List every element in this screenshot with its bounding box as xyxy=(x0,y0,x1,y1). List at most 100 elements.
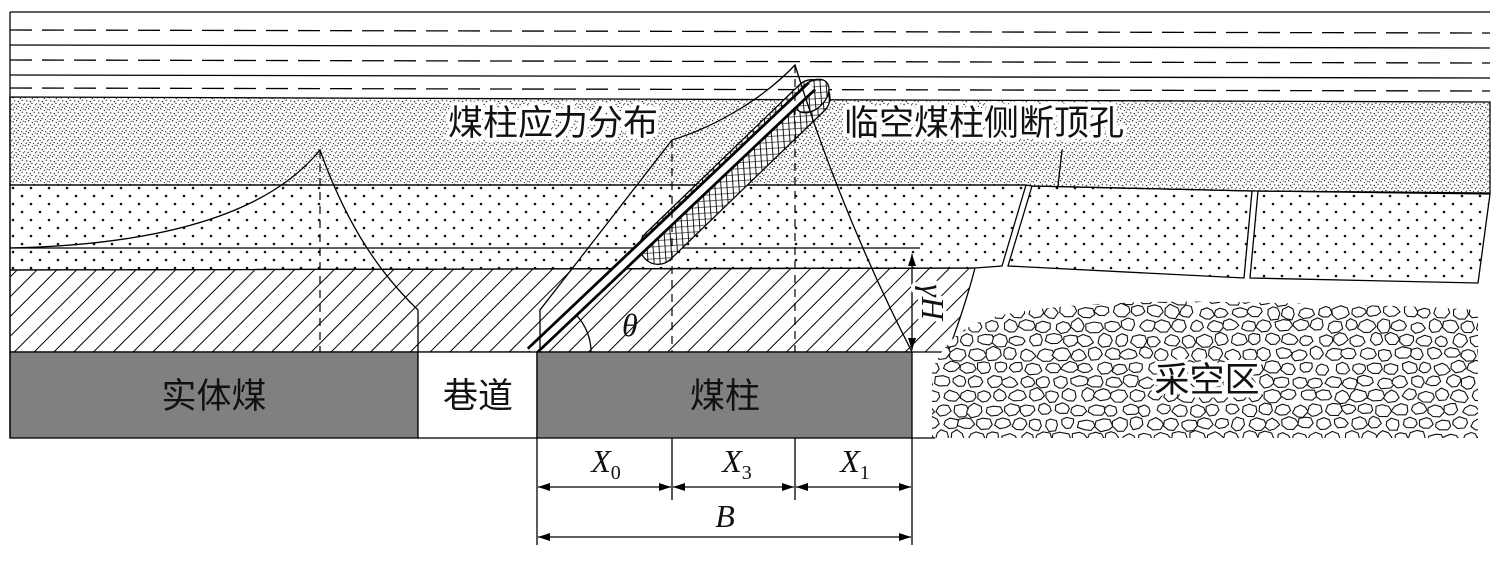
goaf-rubble-stone xyxy=(1071,431,1088,438)
goaf-rubble-stone xyxy=(943,417,961,430)
goaf-rubble-stone xyxy=(1119,301,1137,306)
stress-distribution-label: 煤柱应力分布 xyxy=(448,104,658,144)
goaf-rubble-stone xyxy=(1277,432,1292,438)
goaf-rubble-stone xyxy=(1154,376,1169,389)
dim-x1-label: X1 xyxy=(838,443,870,484)
goaf-rubble-stone xyxy=(1104,431,1120,438)
goaf-rubble-stone xyxy=(973,306,991,319)
goaf-rubble-stone xyxy=(1248,332,1261,346)
goaf-rubble-stone xyxy=(1340,347,1357,360)
goaf-rubble-stone xyxy=(1008,335,1026,347)
goaf-rubble-stone xyxy=(1104,301,1120,303)
goaf-rubble-stone xyxy=(1181,419,1198,432)
goaf-rubble-stone xyxy=(1428,318,1444,333)
roof-crack xyxy=(1057,149,1063,187)
goaf-rubble-stone xyxy=(1001,433,1019,438)
goaf-rubble-stone xyxy=(1029,333,1043,347)
goaf-rubble-stone xyxy=(1199,362,1215,375)
goaf-rubble-stone xyxy=(1223,430,1239,438)
goaf-rubble-stone xyxy=(1070,317,1085,333)
goaf-rubble-stone xyxy=(1297,416,1314,429)
coal-pillar-label: 煤柱 xyxy=(690,377,760,417)
goaf-rubble-stone xyxy=(1274,319,1294,332)
goaf-rubble-stone xyxy=(1452,416,1469,430)
goaf-rubble-stone xyxy=(1248,362,1264,376)
goaf-rubble-stone xyxy=(1469,334,1478,348)
goaf-rubble-stone xyxy=(1319,334,1334,347)
goaf-rubble-stone xyxy=(948,347,967,362)
goaf-rubble-stone xyxy=(1332,332,1349,347)
goaf-rubble-stone xyxy=(1190,404,1206,418)
goaf-rubble-stone xyxy=(985,345,1002,362)
goaf-rubble-stone xyxy=(1105,376,1123,388)
goaf-rubble-stone xyxy=(1385,417,1400,431)
goaf-rubble-stone xyxy=(1466,359,1478,374)
goaf-rubble-stone xyxy=(1327,320,1344,334)
goaf-rubble-stone xyxy=(1227,360,1246,373)
goaf-rubble-stone xyxy=(1299,361,1313,373)
goaf-rubble-stone xyxy=(1076,333,1095,348)
goaf-rubble-stone xyxy=(1137,432,1153,438)
goaf-rubble-stone xyxy=(1309,345,1325,360)
goaf-rubble-stone xyxy=(992,304,1007,319)
goaf-rubble-stone xyxy=(1292,376,1309,389)
goaf-rubble-stone xyxy=(994,417,1012,430)
goaf-rubble-stone xyxy=(1028,418,1042,432)
goaf-rubble-stone xyxy=(1324,376,1343,389)
goaf-rubble-stone xyxy=(1477,301,1478,306)
goaf-rubble-stone xyxy=(1020,431,1035,438)
goaf-rubble-stone xyxy=(1054,301,1071,303)
goaf-rubble-stone xyxy=(1195,333,1214,348)
goaf-rubble-stone xyxy=(1094,418,1114,433)
goaf-rubble-stone xyxy=(1391,375,1409,389)
goaf-rubble-stone xyxy=(1433,362,1451,376)
goaf-rubble-stone xyxy=(1017,319,1036,331)
goaf-rubble-stone xyxy=(1007,389,1027,402)
goaf-rubble-stone xyxy=(1443,347,1462,358)
goaf-rubble-stone xyxy=(1306,403,1323,417)
goaf-rubble-stone xyxy=(932,415,940,430)
goaf-rubble-stone xyxy=(1044,332,1063,345)
goaf-rubble-stone xyxy=(1225,403,1240,415)
goaf-rubble-stone xyxy=(1441,319,1460,334)
goaf-rubble-stone xyxy=(968,321,983,333)
goaf-rubble-stone xyxy=(1410,401,1428,415)
goaf-rubble-stone xyxy=(1309,317,1324,331)
goaf-rubble-stone xyxy=(985,405,1004,417)
coal-pillar-block xyxy=(536,351,913,439)
goaf-rubble-stone xyxy=(1181,334,1197,349)
goaf-rubble-stone xyxy=(1236,374,1256,389)
goaf-rubble-stone xyxy=(1211,387,1229,403)
goaf-rubble-stone xyxy=(1038,301,1053,306)
goaf-rubble-stone xyxy=(1360,430,1379,438)
goaf-rubble-stone xyxy=(1077,362,1093,374)
goaf-rubble-stone xyxy=(1011,417,1028,431)
goaf-rubble-stone xyxy=(1017,301,1037,303)
goaf-rubble-stone xyxy=(1001,376,1019,388)
goaf-rubble-stone xyxy=(1333,416,1349,429)
roadway-block xyxy=(417,351,538,439)
goaf-rubble-stone xyxy=(1357,318,1377,334)
goaf-rubble-stone xyxy=(1037,402,1052,415)
goaf-rubble-stone xyxy=(952,374,967,387)
goaf-rubble-stone xyxy=(1462,431,1478,438)
goaf-rubble-stone xyxy=(1000,301,1019,304)
goaf-rubble-stone xyxy=(942,360,961,373)
strata-line-dashed xyxy=(9,59,1491,64)
dim-x0-label: X0 xyxy=(589,443,621,484)
goaf-rubble-stone xyxy=(967,431,986,438)
goaf-rubble-stone xyxy=(1352,363,1367,375)
goaf-rubble-stone xyxy=(1051,431,1071,438)
goaf-rubble-stone xyxy=(1475,319,1478,335)
goaf-rubble-stone xyxy=(1035,375,1051,389)
goaf-rubble-stone xyxy=(1170,318,1187,333)
goaf-rubble-stone xyxy=(1394,432,1409,438)
goaf-rubble-stone xyxy=(1231,307,1250,318)
goaf-rubble-stone xyxy=(959,333,974,347)
goaf-rubble-stone xyxy=(1051,347,1072,362)
solid-coal-stress-curve xyxy=(9,148,419,311)
solid-coal-label: 实体煤 xyxy=(161,377,266,417)
goaf-rubble-stone xyxy=(1256,346,1271,362)
goaf-rubble-stone xyxy=(1118,348,1138,360)
goaf-rubble-stone xyxy=(1199,307,1216,320)
